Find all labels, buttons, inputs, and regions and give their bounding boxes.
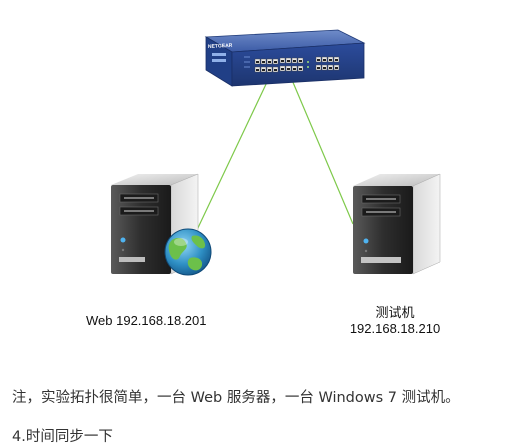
test-machine-server-icon <box>353 173 441 275</box>
switch-icon: NETGEAR <box>204 29 366 87</box>
globe-icon <box>164 228 212 276</box>
link-switch-to-web-server <box>195 79 269 233</box>
test-machine-ip: 192.168.18.210 <box>349 321 441 336</box>
switch-brand-text: NETGEAR <box>208 43 233 50</box>
note-paragraph: 注，实验拓扑很简单，一台 Web 服务器，一台 Windows 7 测试机。 <box>12 390 460 406</box>
test-machine-name: 测试机 <box>375 305 415 320</box>
step-heading: 4.时间同步一下 <box>12 429 113 445</box>
web-server-label: Web 192.168.18.201 <box>86 313 207 328</box>
test-machine-label: 测试机 192.168.18.210 <box>340 305 450 337</box>
link-switch-to-test-machine <box>291 79 354 225</box>
